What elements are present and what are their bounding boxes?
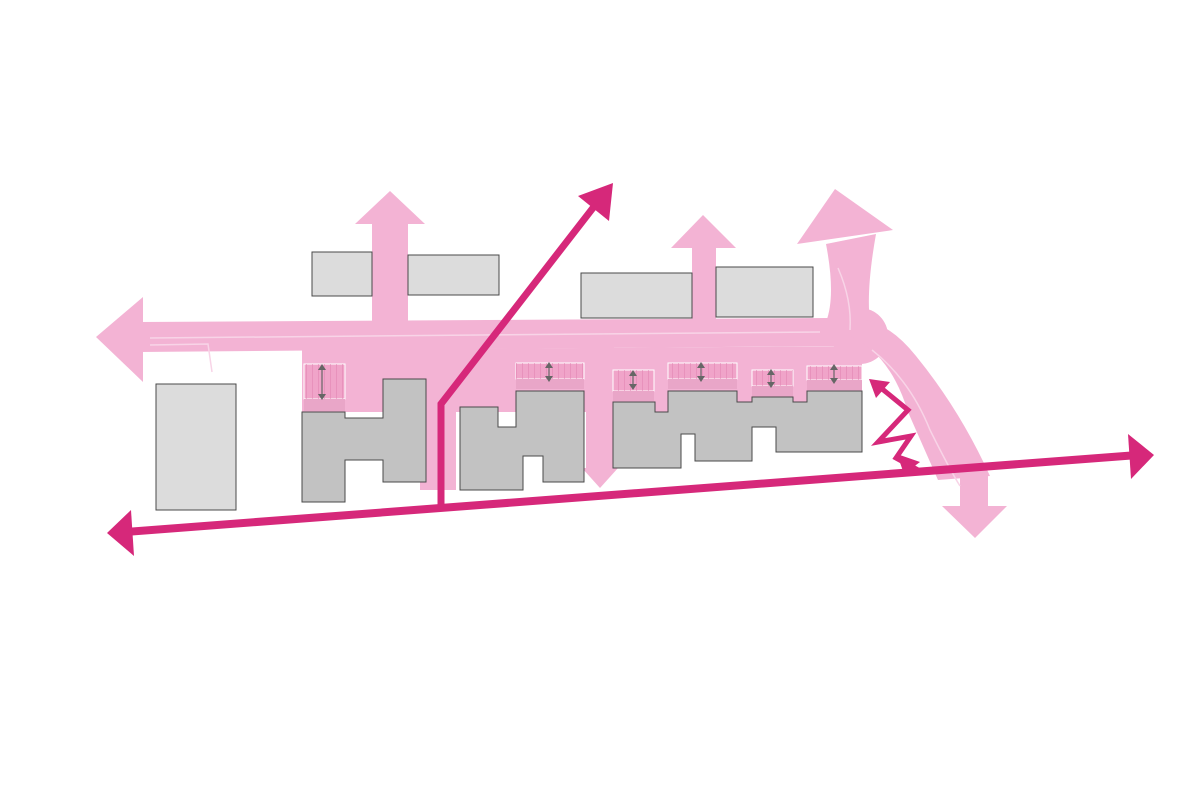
setback-arrow-2 [545, 362, 553, 382]
primary-routes [107, 183, 1154, 556]
cross-link-b-head [582, 468, 618, 488]
north-arrow-head-b [671, 215, 736, 248]
proposed-buildings [301, 378, 863, 503]
north-east-road [826, 234, 876, 322]
setback-arrow-4 [697, 362, 705, 382]
existing-building-nw [311, 251, 373, 297]
setback-arrows [318, 362, 838, 400]
existing-buildings [155, 251, 814, 511]
setback-arrow-6 [830, 364, 838, 384]
zigzag-connector-head [869, 379, 890, 398]
north-branch-head [578, 183, 613, 221]
setback-arrow-5 [767, 369, 775, 388]
frontage-zone-4 [667, 362, 738, 389]
setback-arrow-3 [629, 370, 637, 390]
existing-building-n2 [580, 272, 693, 319]
cross-link-b [586, 346, 614, 470]
zigzag-connector-tail [897, 454, 920, 474]
road-markings [149, 267, 961, 487]
south-east-road [846, 320, 990, 480]
main-route-west-head [107, 510, 134, 556]
west-arrow-head [96, 297, 143, 382]
north-branch-line [437, 201, 599, 510]
proposed-block-1 [301, 378, 427, 503]
frontage-zone-2 [515, 362, 585, 389]
frontage-zones [303, 362, 863, 411]
existing-building-west [155, 383, 237, 511]
existing-building-n3 [715, 266, 814, 318]
frontage-zone-1 [303, 363, 346, 411]
north-route-b [692, 246, 716, 324]
north-route-a [372, 222, 408, 326]
south-east-stem [960, 476, 988, 508]
main-route-east-head [1128, 434, 1154, 479]
proposed-block-2 [459, 390, 585, 491]
north-east-arrow-head [797, 189, 893, 244]
north-arrow-head-a [355, 191, 425, 224]
main-route-line [124, 451, 1139, 536]
proposed-block-3 [612, 390, 863, 469]
south-east-arrow-head [942, 506, 1007, 538]
setback-arrow-1 [318, 364, 326, 400]
existing-building-n1 [407, 254, 500, 296]
frontage-zone-5 [751, 369, 794, 397]
